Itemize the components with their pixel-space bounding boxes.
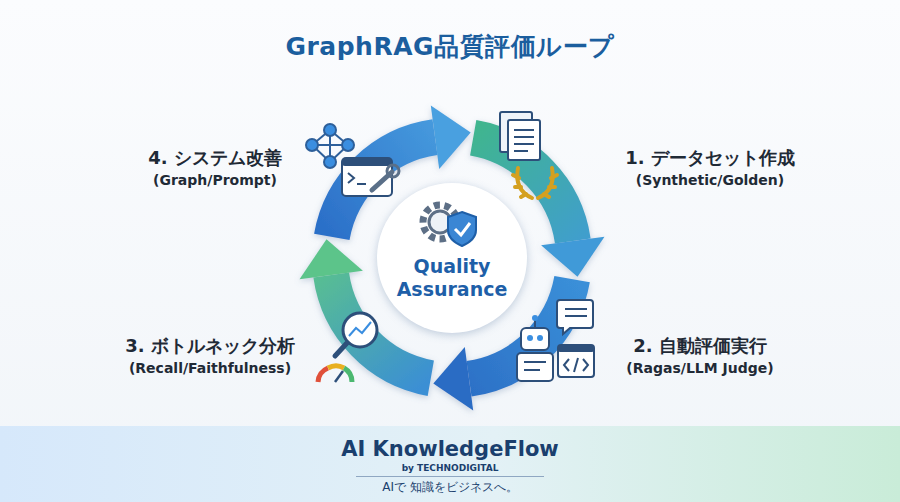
diagram-title: GraphRAG品質評価ループ xyxy=(0,30,900,63)
gauge-icon xyxy=(318,366,352,382)
loop-arrowhead xyxy=(433,347,473,410)
terminal-icon xyxy=(342,158,399,196)
footer-band: AI KnowledgeFlowby TECHNODIGITAL AIで 知識をビ… xyxy=(0,426,900,502)
node-heading: 3. ボトルネック分析 xyxy=(100,334,320,358)
node-subtext: (Synthetic/Golden) xyxy=(600,170,820,190)
center-circle: Quality Assurance xyxy=(377,183,527,333)
node-heading: 1. データセット作成 xyxy=(600,146,820,170)
step-label: 2. 自動評価実行(Ragas/LLM Judge) xyxy=(595,334,805,386)
node-heading: 2. 自動評価実行 xyxy=(595,334,805,358)
node-subtext: AIで 知識をビジネスへ。 xyxy=(356,476,544,495)
magnifier-icon xyxy=(335,313,377,356)
step-label: 3. ボトルネック分析(Recall/Faithfulness) xyxy=(100,334,320,386)
robot-icon xyxy=(517,315,553,381)
gear-shield-icon xyxy=(423,205,476,246)
laurel-icon xyxy=(513,168,557,198)
step-label: 4. システム改善(Graph/Prompt) xyxy=(110,146,320,198)
step-label: 1. データセット作成(Synthetic/Golden) xyxy=(600,146,820,198)
node-subtext: (Ragas/LLM Judge) xyxy=(595,358,805,378)
network-icon xyxy=(306,124,354,168)
node-subtext: (Recall/Faithfulness) xyxy=(100,358,320,378)
loop-arrowhead xyxy=(431,106,471,169)
node-subtext: (Graph/Prompt) xyxy=(110,170,320,190)
node-subtext: by TECHNODIGITAL xyxy=(0,462,900,474)
node-heading: 4. システム改善 xyxy=(110,146,320,170)
code-icon xyxy=(558,345,594,377)
node-heading: Quality Assurance xyxy=(377,255,527,301)
node-heading: AI KnowledgeFlow xyxy=(0,436,900,462)
document-icon xyxy=(500,112,540,160)
chat-icon xyxy=(557,300,593,334)
loop-arrowhead xyxy=(300,239,363,279)
loop-arrowhead xyxy=(541,237,604,277)
